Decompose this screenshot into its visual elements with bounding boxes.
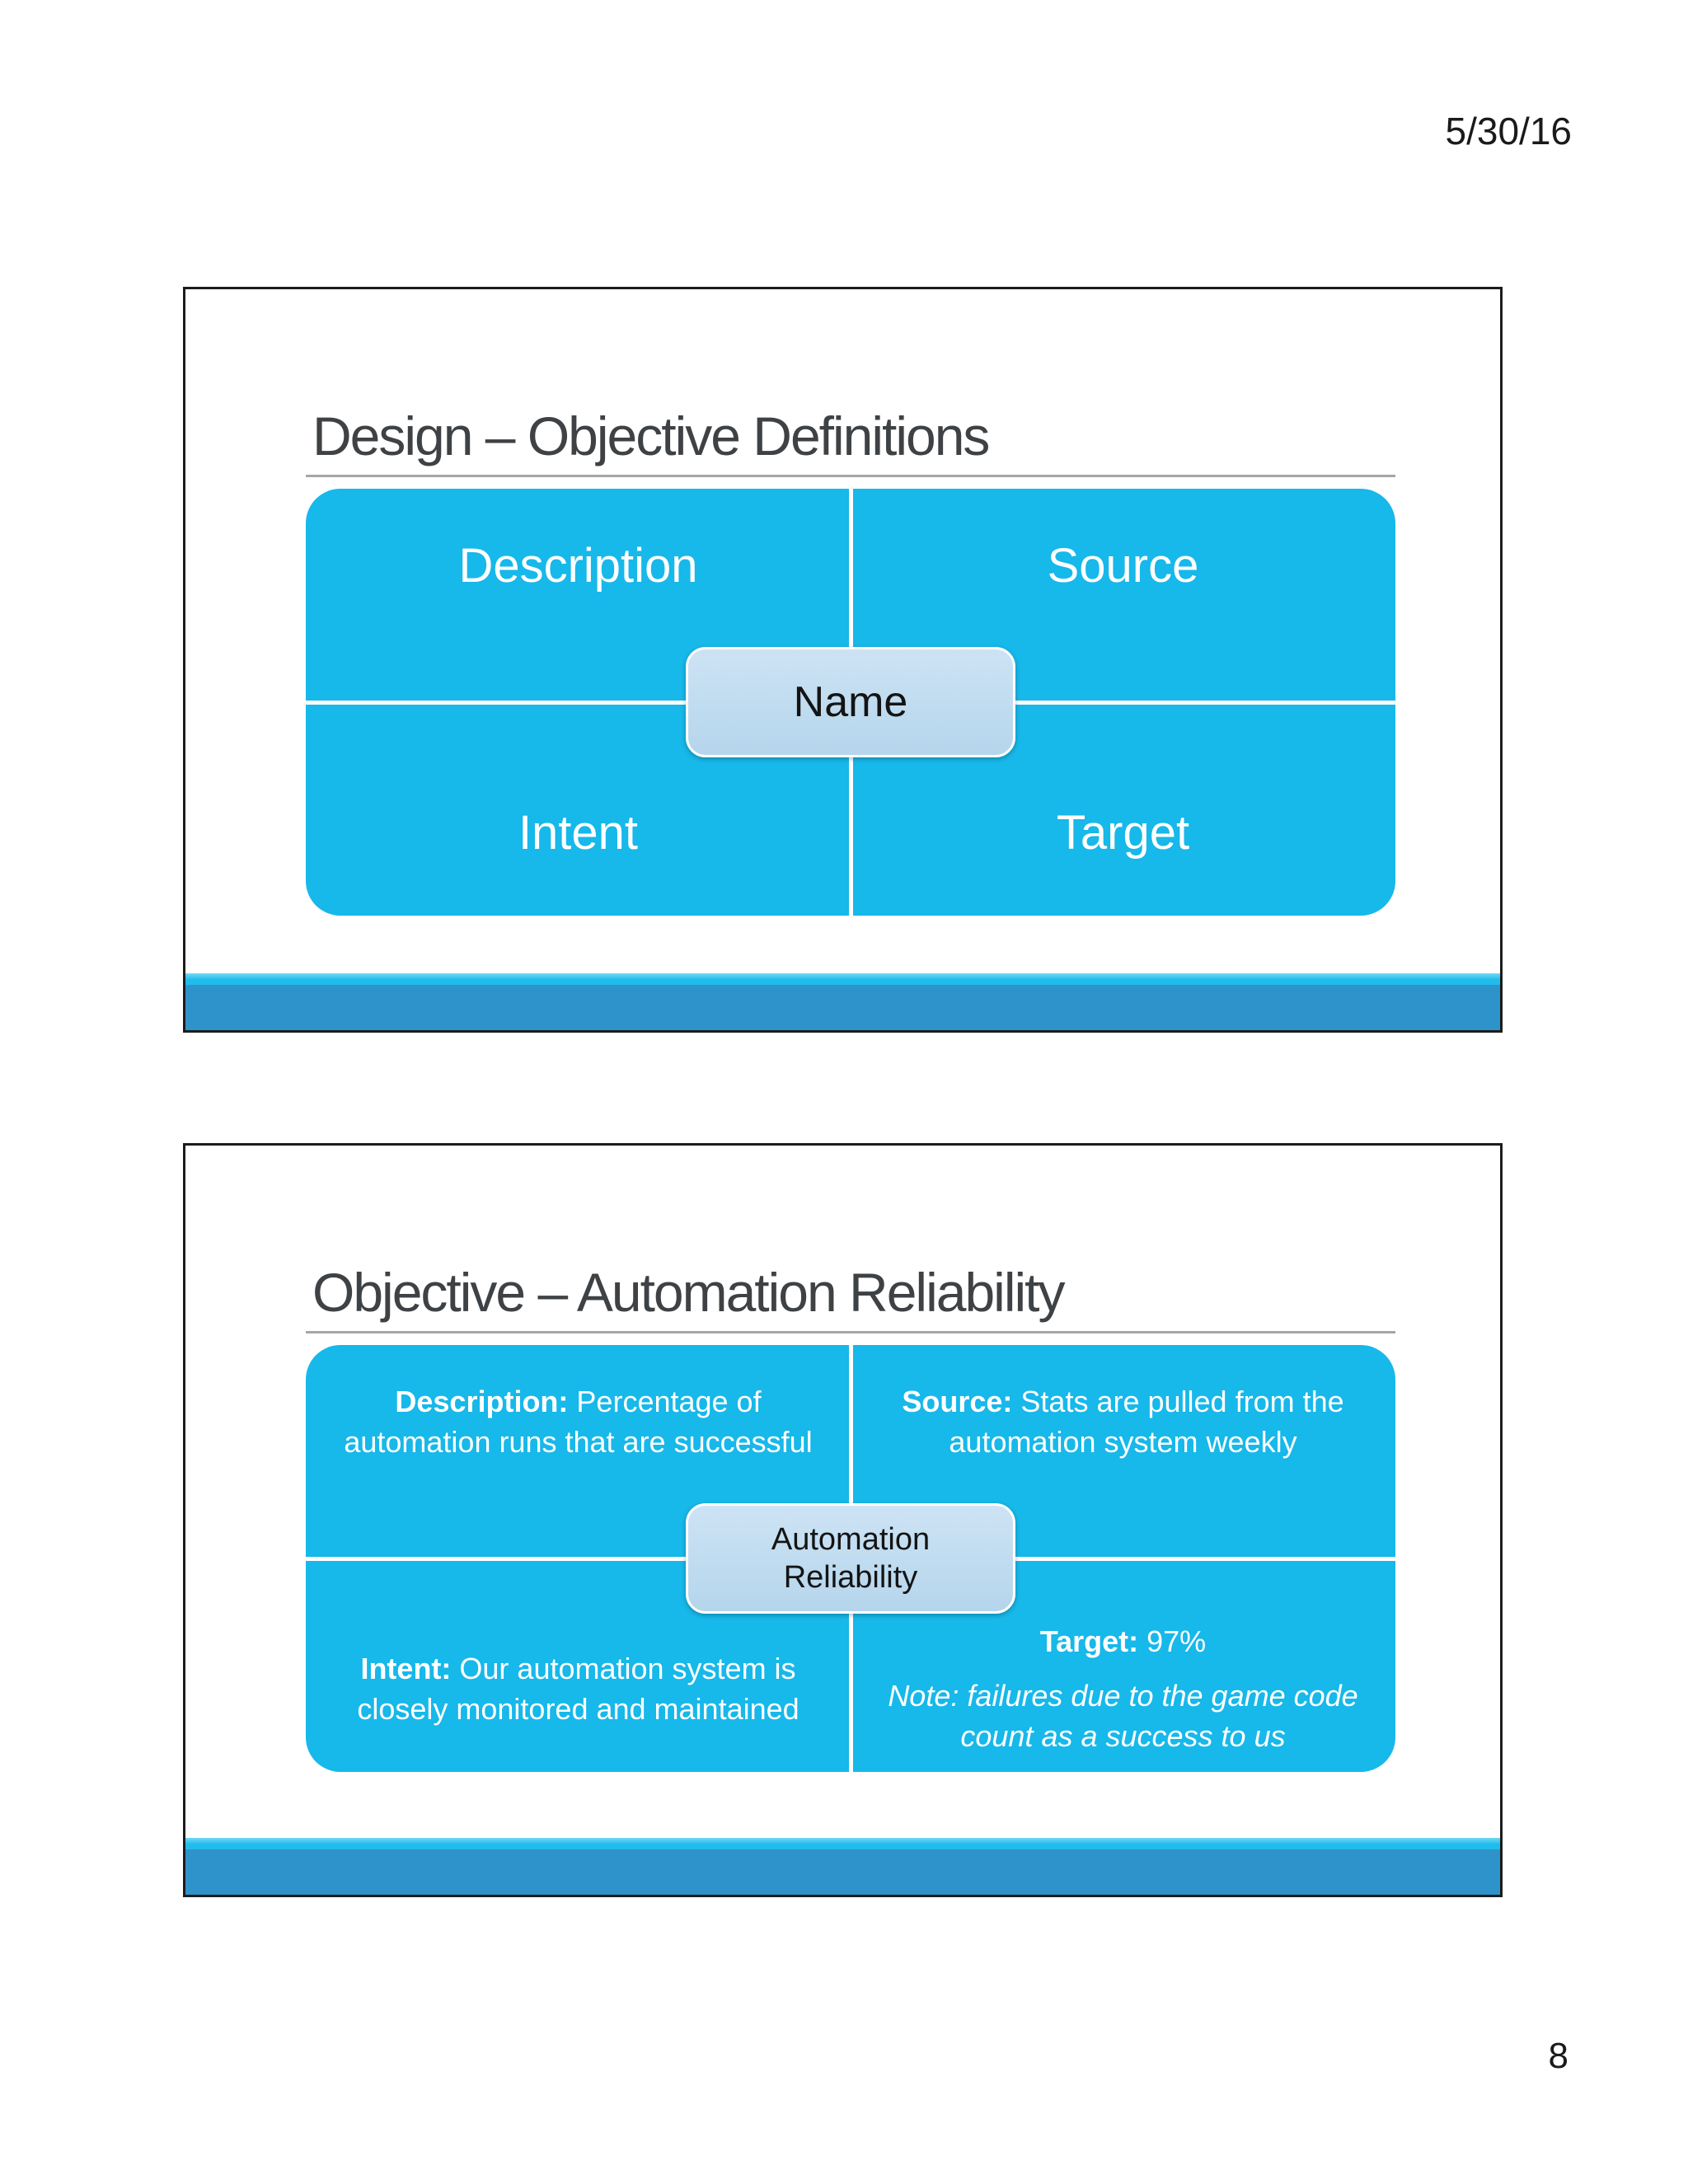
quadrant-target: Target <box>851 702 1395 916</box>
name-box: Automation Reliability <box>686 1503 1015 1614</box>
name-box-label: Name <box>793 678 908 726</box>
quadrant-text-body: Stats are pulled from the automation sys… <box>949 1384 1344 1459</box>
quadrant-source: Source <box>851 489 1395 702</box>
quadrant-text: Source: Stats are pulled from the automa… <box>887 1382 1359 1462</box>
accent-strip-blue <box>185 1849 1500 1895</box>
quadrant-text-bold: Source: <box>902 1384 1013 1418</box>
quadrant-note: Note: failures due to the game code coun… <box>888 1679 1358 1753</box>
quadrant-text-body: 97% <box>1138 1624 1207 1658</box>
quadrant-text-bold: Description: <box>395 1384 569 1418</box>
quadrant-intent: Intent: Our automation system is closely… <box>306 1558 851 1772</box>
quadrant-intent: Intent <box>306 702 851 916</box>
accent-strip-blue <box>185 985 1500 1030</box>
quadrant-text: Intent: Our automation system is closely… <box>342 1649 814 1729</box>
quadrant-text-body: Our automation system is closely monitor… <box>357 1651 799 1726</box>
accent-strip-cyan <box>185 973 1500 985</box>
objective-definition-diagram: Description: Percentage of automation ru… <box>306 1345 1395 1772</box>
title-underline <box>306 475 1395 477</box>
quadrant-label: Source <box>1047 539 1199 593</box>
quadrant-target-content: Target: 97% Note: failures due to the ga… <box>887 1622 1359 1757</box>
quadrant-target: Target: 97% Note: failures due to the ga… <box>851 1558 1395 1772</box>
quadrant-description: Description: Percentage of automation ru… <box>306 1345 851 1558</box>
quadrant-label: Intent <box>518 806 639 860</box>
quadrant-text-bold: Intent: <box>360 1651 452 1685</box>
title-underline <box>306 1331 1395 1333</box>
slide-title: Objective – Automation Reliability <box>312 1262 1065 1323</box>
quadrant-text-bold: Target: <box>1039 1624 1139 1658</box>
name-box: Name <box>686 647 1015 757</box>
name-box-line-2: Reliability <box>783 1560 918 1595</box>
slide-objective-automation-reliability: Objective – Automation Reliability Descr… <box>183 1143 1503 1897</box>
objective-definition-diagram: Description Source Intent Target Name <box>306 489 1395 916</box>
date-label: 5/30/16 <box>1445 110 1572 152</box>
quadrant-label: Description <box>458 539 698 593</box>
slide-design-objective-definitions: Design – Objective Definitions Descripti… <box>183 287 1503 1033</box>
accent-strip-cyan <box>185 1838 1500 1849</box>
quadrant-text-body: Percentage of automation runs that are s… <box>344 1384 813 1459</box>
quadrant-description: Description <box>306 489 851 702</box>
quadrant-text: Target: 97% <box>887 1622 1359 1662</box>
quadrant-text: Description: Percentage of automation ru… <box>342 1382 814 1462</box>
quadrant-source: Source: Stats are pulled from the automa… <box>851 1345 1395 1558</box>
name-box-line-1: Automation <box>771 1521 931 1557</box>
quadrant-label: Target <box>1056 806 1190 860</box>
slide-title: Design – Objective Definitions <box>312 405 990 466</box>
page-number: 8 <box>1548 2036 1568 2076</box>
